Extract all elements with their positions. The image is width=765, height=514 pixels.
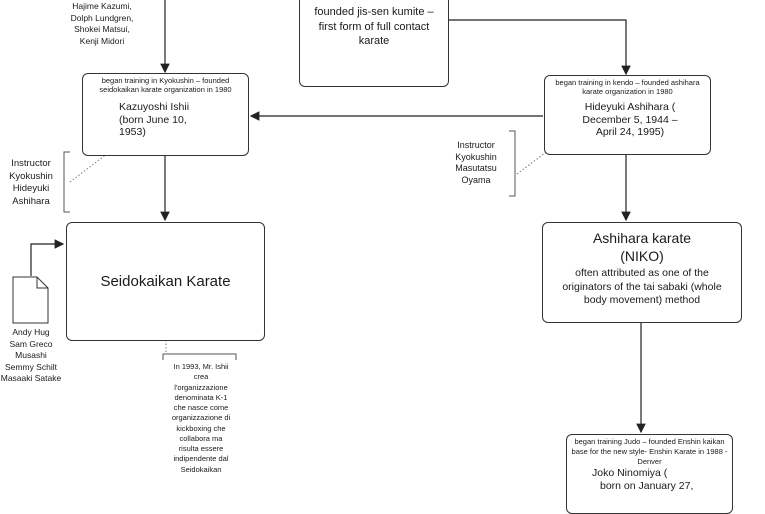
- ashihara-karate-box: [542, 222, 742, 323]
- seidokaikan-box: Seidokaikan Karate: [66, 222, 265, 341]
- bracket-left-instructor: [63, 151, 70, 213]
- top-center-box: [299, 0, 449, 87]
- instructor-right-note: Instructor Kyokushin Masutatsu Oyama: [455, 140, 497, 186]
- fighters-list: Andy Hug Sam Greco Musashi Semmy Schilt …: [0, 327, 62, 384]
- ninomiya-caption: began training Judo – founded Enshin kai…: [571, 437, 728, 466]
- top-names: Hajime Kazumi, Dolph Lundgren, Shokei Ma…: [70, 1, 134, 47]
- ashihara-person-box: [544, 75, 711, 155]
- ashihara-karate-desc: often attributed as one of the originato…: [562, 267, 722, 307]
- ashihara-karate-title: Ashihara karate (NIKO): [592, 230, 692, 264]
- ninomiya-name: Joko Ninomiya ( born on January 27,: [592, 467, 694, 493]
- document-icon: [12, 276, 49, 324]
- arrow-doc-to-seidokaikan: [30, 239, 65, 276]
- bracket-k1-note: [162, 353, 237, 360]
- connector-lines: [12, 0, 646, 434]
- ashihara-person-name: Hideyuki Ashihara ( December 5, 1944 – A…: [582, 101, 678, 139]
- ashihara-person-caption: began training in kendo – founded ashiha…: [555, 78, 700, 97]
- bracket-right-instructor: [509, 130, 516, 197]
- seidokaikan-title: Seidokaikan Karate: [100, 273, 231, 290]
- top-center-text: founded jis-sen kumite – first form of f…: [314, 6, 434, 48]
- dotted-leader-right: [516, 146, 554, 175]
- ishii-caption: began training in Kyokushin – founded se…: [99, 76, 232, 95]
- arrow-top-to-ashihara: [447, 0, 631, 76]
- k1-note: In 1993, Mr. Ishii crea l'organizzazione…: [171, 362, 231, 474]
- instructor-left-note: Instructor Kyokushin Hideyuki Ashihara: [9, 158, 53, 207]
- ishii-name: Kazuyoshi Ishii (born June 10, 1953): [119, 101, 190, 139]
- ishii-box: [82, 73, 249, 156]
